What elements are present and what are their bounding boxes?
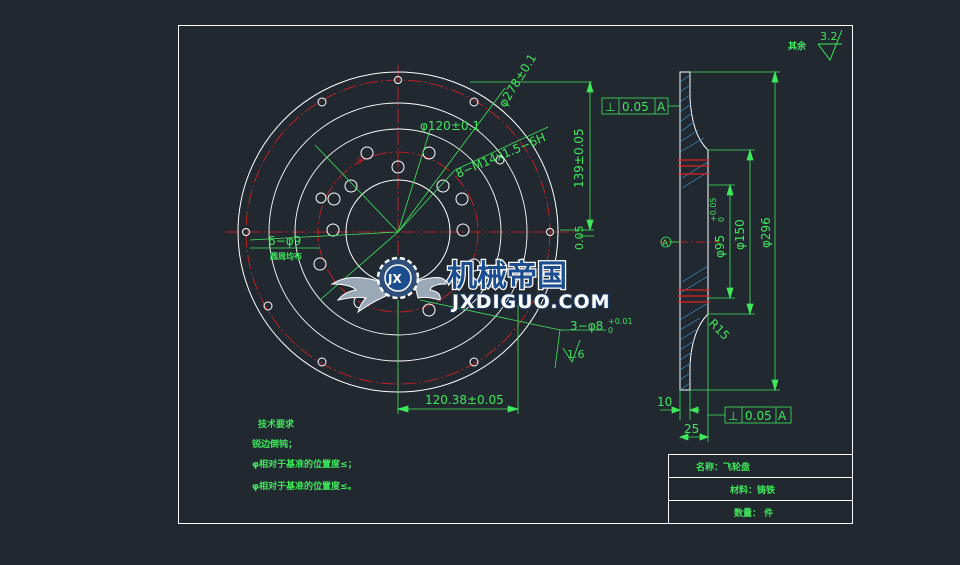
outer-bolt-holes: [242, 76, 554, 367]
pitch-diameter-dim: φ120±0.1: [420, 119, 480, 133]
tech-req-line: φ相对于基准的位置度≤。: [252, 480, 357, 492]
svg-text:A: A: [657, 100, 666, 114]
bottom-tolerance-frame: ⊥ 0.05 A: [708, 406, 792, 424]
svg-text:0.05: 0.05: [622, 100, 649, 114]
emblem-text: JX: [387, 272, 402, 286]
horizontal-offset-dim: 120.38±0.05: [425, 393, 504, 407]
small-holes-tolerance-lower: 0: [608, 326, 613, 335]
technical-requirements: 技术要求 锐边倒钝； φ相对于基准的位置度≤； φ相对于基准的位置度≤。: [252, 418, 357, 492]
small-holes-dim: 3−φ8: [570, 319, 603, 333]
drawing-border: [178, 25, 853, 524]
dia-296-dim: φ296: [759, 217, 773, 248]
outer-hole-diameter-dim: φ278±0.1: [496, 51, 540, 109]
watermark-chinese: 机械帝国: [447, 259, 567, 294]
tech-req-line: 锐边倒钝；: [252, 438, 297, 450]
dia-95-tol-lower: 0: [717, 217, 726, 222]
svg-text:⊥: ⊥: [605, 100, 615, 114]
tech-req-line: φ相对于基准的位置度≤；: [252, 458, 357, 470]
svg-text:0.05: 0.05: [745, 409, 772, 423]
tech-req-heading: 技术要求: [258, 418, 295, 430]
front-roughness-value: 1.6: [567, 348, 585, 361]
watermark-logo: JX 机械帝国 JXDIGUO.COM: [330, 256, 611, 314]
dia-95-tol-upper: +0.05: [709, 197, 718, 222]
roughness-value: 3.2: [820, 30, 838, 43]
width-dim: 25: [684, 422, 699, 436]
watermark-english: JXDIGUO.COM: [450, 291, 611, 313]
title-block: 名称：飞轮盘 材料：铸铁 数量： 件: [668, 454, 853, 524]
dia-150-dim: φ150: [733, 219, 747, 250]
title-name: 名称：飞轮盘: [696, 461, 750, 473]
svg-text:⊥: ⊥: [728, 409, 738, 423]
title-material: 材料：铸铁: [729, 484, 775, 496]
side-view: φ95 +0.05 0 φ150 φ296 R15 A ⊥ 0.05 A: [601, 70, 792, 442]
roughness-label: 其余: [788, 40, 807, 52]
vertical-offset-dim: 139±0.05: [572, 128, 586, 188]
roughness-symbol: 其余 3.2: [788, 29, 843, 62]
front-view: 139±0.05 0.05 120.38±0.05 φ278±0.1 φ120±…: [225, 51, 633, 414]
bolt-circle-holes-dim: 6−φ9: [268, 234, 301, 248]
right-wing-icon: [413, 277, 447, 301]
small-holes-tolerance: +0.01: [608, 317, 633, 326]
thickness-dim: 10: [657, 395, 672, 409]
left-wing-icon: [330, 277, 387, 314]
side-profile: [679, 71, 709, 391]
radius-dim: R15: [706, 316, 733, 343]
dia-95-dim: φ95: [713, 235, 727, 258]
svg-text:A: A: [778, 409, 787, 423]
top-tolerance-frame: ⊥ 0.05 A: [601, 97, 680, 115]
bolt-circle-holes-note: 圆周均布: [270, 251, 302, 261]
title-quantity: 数量： 件: [734, 507, 773, 519]
datum-label: A: [662, 239, 669, 249]
small-offset-dim: 0.05: [573, 226, 586, 251]
